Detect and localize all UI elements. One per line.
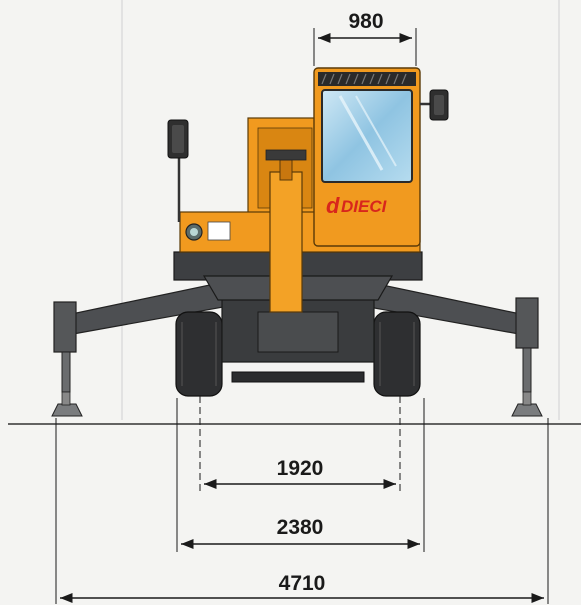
mirror-left (167, 119, 189, 222)
cab (313, 67, 421, 247)
dimension-cab-width: 980 (313, 10, 417, 66)
dimension-label-2380: 2380 (277, 516, 324, 539)
mirror-right (420, 89, 449, 121)
dimension-label-4710: 4710 (279, 572, 326, 595)
tyre-right (373, 311, 421, 397)
dimension-overall-width: 2380 (176, 398, 425, 552)
svg-text:DIECI: DIECI (341, 197, 388, 216)
tyre-left (175, 311, 223, 397)
dimension-label-1920: 1920 (277, 457, 324, 480)
dimension-label-980: 980 (348, 10, 383, 33)
dimension-outrigger-span: 4710 (55, 418, 549, 604)
cab-windshield (321, 89, 413, 183)
svg-text:d: d (326, 193, 340, 218)
dieci-logo: d DIECI (326, 193, 388, 218)
dimension-wheel-track: 1920 (199, 396, 401, 492)
